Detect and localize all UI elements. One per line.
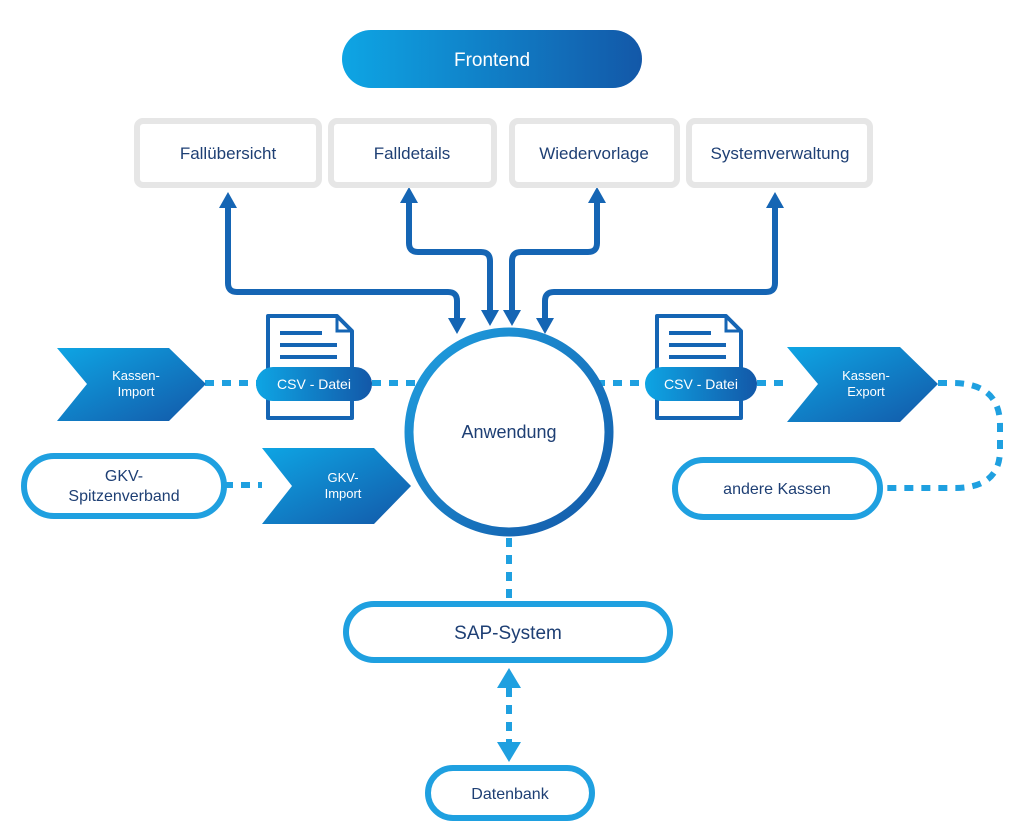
gkv-import-line1: GKV- — [327, 470, 358, 485]
andere-kassen-node: andere Kassen — [672, 457, 883, 520]
gkv-spitzenverband-node: GKV- Spitzenverband — [21, 453, 227, 519]
screen-boxes: Fallübersicht Falldetails Wiedervorlage … — [134, 118, 873, 188]
arrowhead-up-fallubersicht — [219, 192, 237, 208]
sap-system-label: SAP-System — [454, 623, 562, 644]
gkv-import-chevron — [262, 448, 411, 524]
screen-falldetails: Falldetails — [328, 118, 497, 188]
arrowhead-up-systemverwaltung — [766, 192, 784, 208]
csv-label-right: CSV - Datei — [664, 376, 738, 392]
arrowhead-down-left-1 — [448, 318, 466, 334]
document-fold-icon — [335, 316, 352, 333]
andere-kassen-label: andere Kassen — [723, 481, 831, 498]
datenbank-node: Datenbank — [425, 765, 595, 821]
arrowhead-down-right-1 — [536, 318, 554, 334]
arrowhead-up-wiedervorlage — [588, 187, 606, 203]
arrowhead-down-right-2 — [503, 310, 521, 326]
csv-badge-right — [645, 367, 757, 401]
frontend-pill — [342, 30, 642, 88]
screen-label-falldetails: Falldetails — [374, 144, 451, 163]
screen-box — [509, 118, 680, 188]
screen-systemverwaltung: Systemverwaltung — [686, 118, 873, 188]
gkv-spitzenverband-line1: GKV- — [105, 468, 143, 485]
csv-label-left: CSV - Datei — [277, 376, 351, 392]
screen-box — [328, 118, 497, 188]
frontend-arrowheads — [219, 187, 784, 334]
screen-label-fallubersicht: Fallübersicht — [180, 144, 277, 163]
arrowhead-up-falldetails — [400, 187, 418, 203]
gkv-import-node: GKV- Import — [262, 448, 411, 524]
csv-file-left: CSV - Datei — [256, 314, 372, 420]
kassen-export-chevron — [787, 347, 938, 422]
datenbank-pill — [425, 765, 595, 821]
gkv-import-line2: Import — [325, 486, 362, 501]
document-fold-icon — [724, 316, 741, 333]
datenbank-label: Datenbank — [471, 786, 549, 803]
screen-label-systemverwaltung: Systemverwaltung — [711, 144, 850, 163]
anwendung-label: Anwendung — [461, 422, 556, 442]
gkv-spitzenverband-pill — [21, 453, 227, 519]
frontend-arrows — [225, 197, 778, 321]
screen-fallubersicht: Fallübersicht — [134, 118, 322, 188]
kassen-import-line2: Import — [118, 384, 155, 399]
anwendung-node: Anwendung — [404, 327, 614, 537]
screen-box — [134, 118, 322, 188]
sap-system-pill — [343, 601, 673, 663]
frontend-node: Frontend — [342, 30, 642, 88]
kassen-export-node: Kassen- Export — [787, 347, 938, 422]
frontend-label: Frontend — [454, 50, 530, 71]
csv-file-right: CSV - Datei — [645, 314, 757, 420]
anwendung-circle — [404, 327, 614, 537]
dashed-connectors — [205, 380, 1003, 742]
arrowhead-down-datenbank — [497, 742, 521, 762]
document-lines-icon — [280, 331, 337, 359]
csv-badge-left — [256, 367, 372, 401]
arrow-fallubersicht — [225, 202, 460, 321]
screen-wiedervorlage: Wiedervorlage — [509, 118, 680, 188]
kassen-export-line2: Export — [847, 384, 885, 399]
screen-box — [686, 118, 873, 188]
kassen-export-line1: Kassen- — [842, 368, 890, 383]
andere-kassen-pill — [672, 457, 883, 520]
arrowhead-up-sap — [497, 668, 521, 688]
arrow-falldetails — [406, 197, 493, 313]
kassen-import-line1: Kassen- — [112, 368, 160, 383]
connector-export-andere-kassen — [880, 380, 1003, 491]
kassen-import-chevron — [57, 348, 206, 421]
screen-label-wiedervorlage: Wiedervorlage — [539, 144, 649, 163]
arrow-systemverwaltung — [542, 202, 778, 321]
arrow-wiedervorlage — [509, 197, 600, 313]
arrowhead-down-left-2 — [481, 310, 499, 326]
kassen-import-node: Kassen- Import — [57, 348, 206, 421]
sap-system-node: SAP-System — [343, 601, 673, 663]
gkv-spitzenverband-line2: Spitzenverband — [68, 488, 179, 505]
document-lines-icon — [669, 331, 726, 359]
